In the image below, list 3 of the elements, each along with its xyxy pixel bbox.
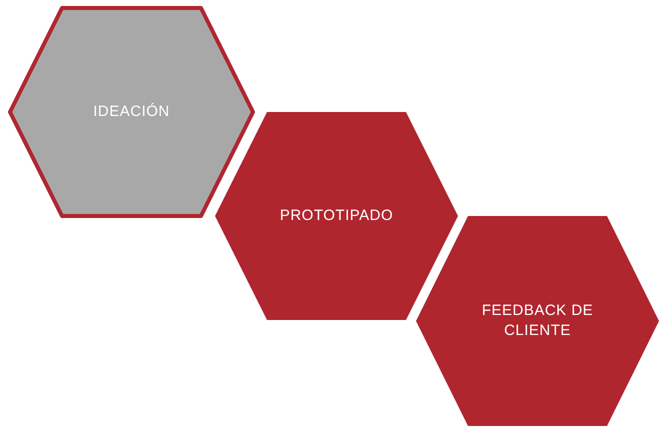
hexagon-label: IDEACIÓN xyxy=(92,102,171,122)
hexagon-label: PROTOTIPADO xyxy=(278,206,394,226)
hexagon-label: FEEDBACK DE CLIENTE xyxy=(480,301,594,341)
